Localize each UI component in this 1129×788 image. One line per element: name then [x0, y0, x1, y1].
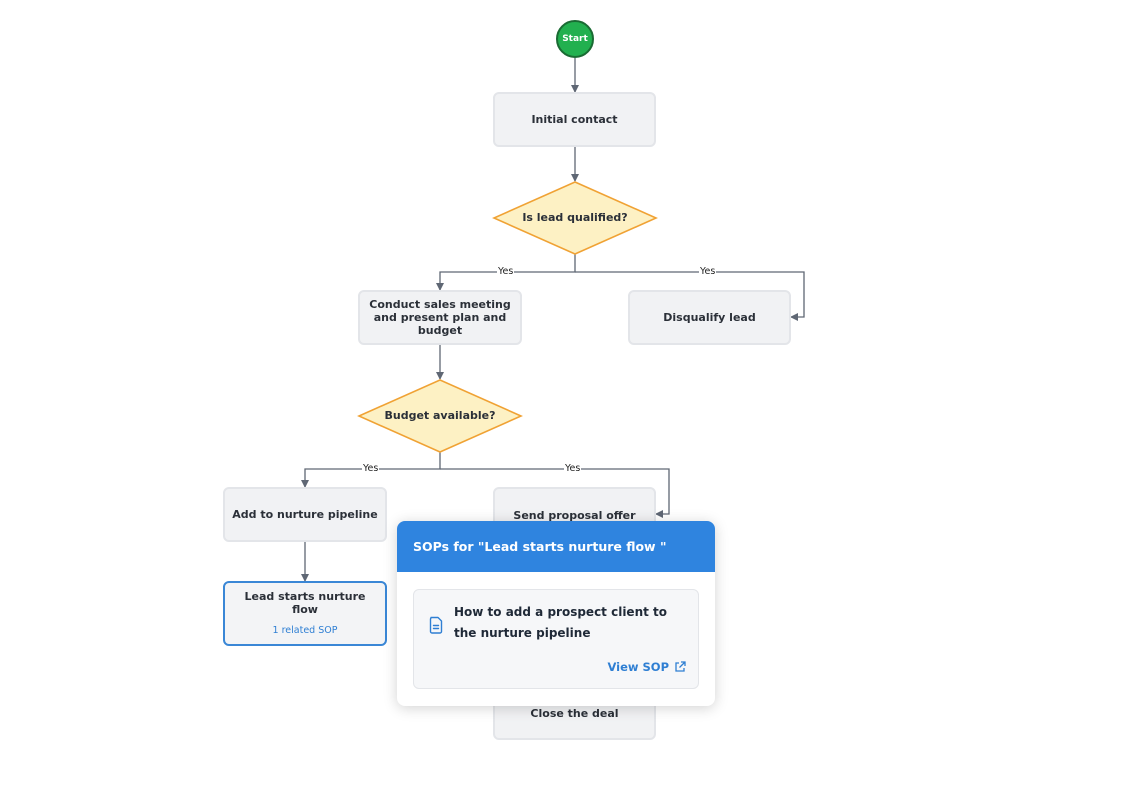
- node-sales-meeting[interactable]: Conduct sales meeting and present plan a…: [358, 290, 522, 345]
- document-icon: [429, 616, 443, 634]
- node-send-proposal-label: Send proposal offer: [513, 509, 636, 522]
- decision-qualified-label[interactable]: Is lead qualified?: [522, 211, 628, 224]
- node-add-nurture-pipeline-label: Add to nurture pipeline: [232, 508, 378, 521]
- node-initial-contact-label: Initial contact: [531, 113, 618, 126]
- node-close-deal-label: Close the deal: [530, 707, 619, 720]
- related-sop-link[interactable]: 1 related SOP: [272, 625, 338, 636]
- edge-label-qualified-right: Yes: [699, 266, 717, 277]
- view-sop-link[interactable]: View SOP: [607, 660, 686, 674]
- node-lead-nurture-flow-label: Lead starts nurture flow: [244, 590, 366, 616]
- sop-popup: SOPs for "Lead starts nurture flow " How…: [397, 521, 715, 706]
- edge-qualified-to-disqualify: [575, 271, 805, 321]
- node-add-nurture-pipeline[interactable]: Add to nurture pipeline: [223, 487, 387, 542]
- edge-label-budget-left: Yes: [362, 463, 380, 474]
- node-disqualify-lead[interactable]: Disqualify lead: [628, 290, 791, 345]
- external-link-icon: [675, 661, 686, 672]
- node-disqualify-lead-label: Disqualify lead: [663, 311, 756, 324]
- edge-label-qualified-left: Yes: [497, 266, 515, 277]
- sop-title: How to add a prospect client to the nurt…: [454, 605, 668, 640]
- start-node[interactable]: Start: [556, 20, 594, 58]
- node-lead-nurture-flow[interactable]: Lead starts nurture flow 1 related SOP: [223, 581, 387, 646]
- node-initial-contact[interactable]: Initial contact: [493, 92, 656, 147]
- sop-popup-header: SOPs for "Lead starts nurture flow ": [397, 521, 715, 572]
- node-sales-meeting-label: Conduct sales meeting and present plan a…: [369, 298, 511, 337]
- edge-label-budget-right: Yes: [564, 463, 582, 474]
- view-sop-label: View SOP: [607, 660, 669, 674]
- decision-budget-label[interactable]: Budget available?: [384, 409, 496, 422]
- sop-card[interactable]: How to add a prospect client to the nurt…: [413, 589, 699, 689]
- edge-budget-to-proposal: [440, 468, 670, 518]
- decision-qualified-shape: [492, 181, 658, 255]
- decision-budget-shape: [357, 379, 523, 453]
